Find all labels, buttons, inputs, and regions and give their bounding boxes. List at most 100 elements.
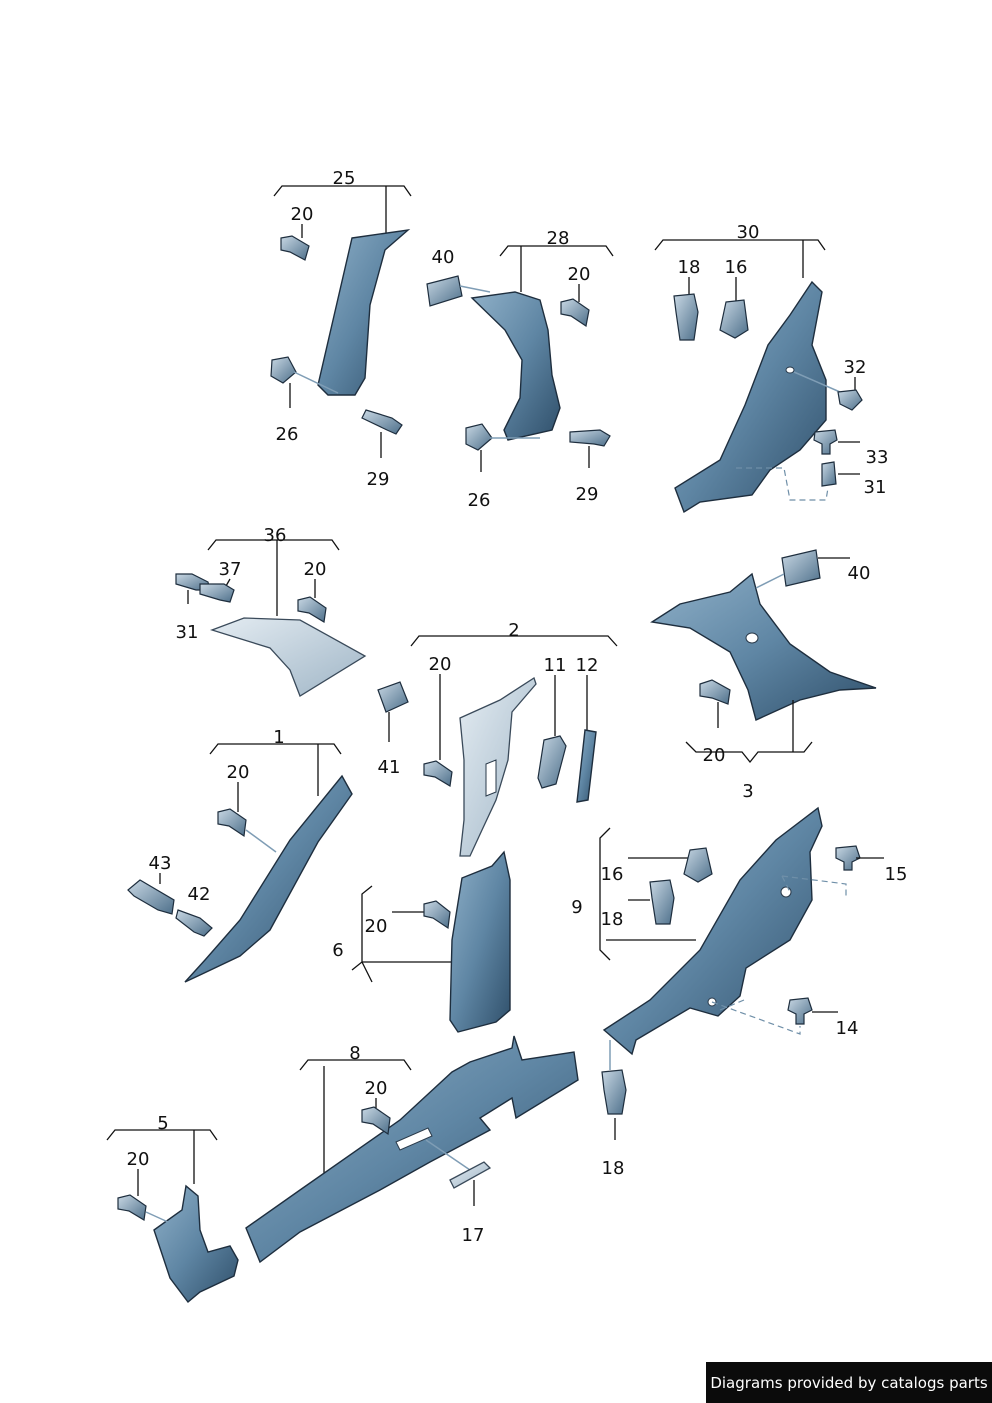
callout-20: 20: [365, 916, 388, 937]
callout-31: 31: [864, 477, 887, 498]
bolt-icon: [199, 583, 235, 603]
callout-3: 3: [742, 781, 753, 802]
callout-41: 41: [378, 757, 401, 778]
felt-pad-icon: [377, 681, 409, 713]
sleeve-icon: [821, 461, 837, 487]
callout-16: 16: [725, 257, 748, 278]
callout-16: 16: [601, 864, 624, 885]
b-pillar-trim: [470, 291, 561, 441]
callout-18: 18: [602, 1158, 625, 1179]
callout-5: 5: [157, 1113, 168, 1134]
group-2: 2 20 11 12 41: [377, 620, 618, 857]
callout-31: 31: [176, 622, 199, 643]
callout-28: 28: [547, 228, 570, 249]
callout-18: 18: [678, 257, 701, 278]
clip-icon: [217, 808, 247, 838]
callout-1: 1: [273, 727, 284, 748]
bracket-icon: [127, 879, 175, 915]
group-30: 30 18 16 32 33 31: [654, 222, 889, 514]
group-5: 5 20: [106, 1113, 239, 1304]
sill-trim: [245, 1035, 579, 1264]
callout-26: 26: [468, 490, 491, 511]
callout-20: 20: [291, 204, 314, 225]
group-25: 25 20 26 29: [270, 168, 412, 490]
b-pillar-lower-trim: [449, 850, 511, 1033]
a-pillar-foot-trim: [153, 1184, 239, 1304]
group-28: 28 40 20 26 29: [426, 228, 614, 511]
callout-20: 20: [703, 745, 726, 766]
callout-40: 40: [432, 247, 455, 268]
callout-25: 25: [333, 168, 356, 189]
callout-36: 36: [264, 525, 287, 546]
callout-20: 20: [429, 654, 452, 675]
clip-icon: [560, 298, 590, 328]
callout-20: 20: [568, 264, 591, 285]
trim-cover: [209, 617, 367, 697]
callout-42: 42: [188, 884, 211, 905]
rear-side-trim: [650, 572, 877, 721]
callout-32: 32: [844, 357, 867, 378]
clip-icon: [361, 1106, 391, 1136]
rivet-icon: [835, 845, 861, 871]
callout-37: 37: [219, 559, 242, 580]
clip-icon: [423, 900, 451, 930]
expanding-clip-icon: [649, 879, 675, 925]
group-1: 1 20 43 42: [127, 727, 353, 983]
callout-2: 2: [508, 620, 519, 641]
felt-pad-icon: [426, 275, 463, 307]
b-pillar-upper-trim: [459, 676, 537, 857]
callout-15: 15: [885, 864, 908, 885]
clip-icon: [280, 235, 310, 261]
callout-40: 40: [848, 563, 871, 584]
callout-14: 14: [836, 1018, 859, 1039]
callout-26: 26: [276, 424, 299, 445]
a-pillar-lower-trim: [184, 774, 353, 983]
nut-clip-icon: [465, 423, 493, 451]
footer-credit: Diagrams provided by catalogs parts: [706, 1362, 992, 1403]
callout-17: 17: [462, 1225, 485, 1246]
callout-20: 20: [127, 1149, 150, 1170]
nut-clip-icon: [270, 356, 297, 384]
callout-30: 30: [737, 222, 760, 243]
spring-clip-icon: [719, 299, 749, 339]
callout-33: 33: [866, 447, 889, 468]
callout-8: 8: [349, 1043, 360, 1064]
expanding-clip-icon: [601, 1069, 627, 1115]
expanding-clip-icon: [673, 293, 699, 341]
felt-pad-icon: [781, 549, 821, 587]
callout-12: 12: [576, 655, 599, 676]
rivet-icon: [787, 997, 813, 1025]
grommet-icon: [537, 735, 567, 789]
callout-20: 20: [365, 1078, 388, 1099]
callout-29: 29: [367, 469, 390, 490]
a-pillar-trim: [317, 228, 411, 396]
callout-29: 29: [576, 484, 599, 505]
callout-9: 9: [571, 897, 582, 918]
seal-strip-icon: [576, 729, 597, 803]
rear-wheel-arch-trim: [602, 806, 823, 1056]
callout-18: 18: [601, 909, 624, 930]
group-9: 9 16 18 15 14 18: [571, 806, 908, 1179]
plug-icon: [837, 389, 863, 411]
screw-icon: [361, 409, 403, 435]
callout-11: 11: [544, 655, 567, 676]
clip-icon: [699, 679, 731, 705]
group-8: 8 20 17: [245, 1035, 579, 1264]
c-pillar-trim: [674, 280, 827, 514]
clip-icon: [423, 760, 453, 787]
callout-6: 6: [332, 940, 343, 961]
group-6: 6 20: [332, 850, 511, 1033]
callout-20: 20: [304, 559, 327, 580]
retainer-cap-icon: [813, 429, 838, 455]
group-3: 40 20 3: [650, 549, 877, 802]
spring-clip-icon: [683, 847, 713, 883]
screw-icon: [175, 909, 213, 937]
seal-strip-icon: [449, 1161, 492, 1189]
callout-20: 20: [227, 762, 250, 783]
group-36: 36 37 31 20: [175, 525, 367, 697]
screw-icon: [569, 429, 611, 447]
callout-43: 43: [149, 853, 172, 874]
clip-icon: [117, 1194, 147, 1221]
clip-icon: [297, 596, 327, 623]
